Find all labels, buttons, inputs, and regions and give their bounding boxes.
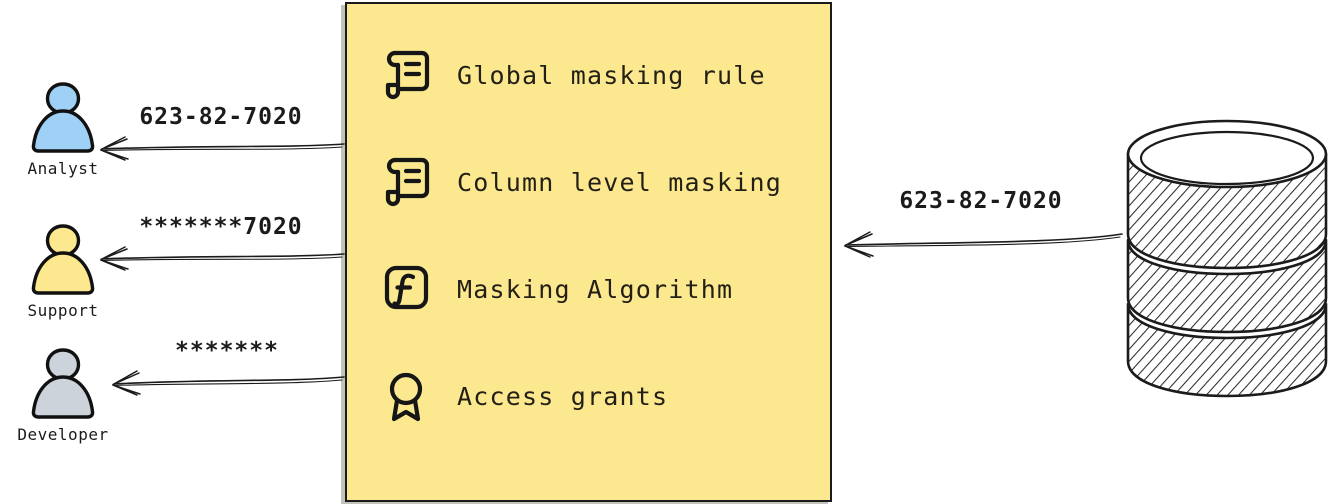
person-icon (31, 82, 95, 153)
arrow-to-support (100, 246, 345, 271)
list-item-label: Masking Algorithm (457, 274, 734, 304)
arrow-to-analyst (100, 136, 345, 161)
flow-database-to-card: 623-82-7020 (840, 188, 1123, 268)
flow-label-analyst: 623-82-7020 (139, 104, 303, 130)
flow-label-developer: ******* (175, 338, 279, 364)
actor-analyst: Analyst (8, 78, 118, 178)
list-item[interactable]: Access grants (381, 367, 812, 425)
database-icon (1126, 119, 1328, 398)
award-icon (389, 372, 423, 422)
person-icon (31, 348, 95, 419)
actor-label-developer: Developer (17, 425, 109, 444)
list-item-label: Global masking rule (457, 60, 766, 90)
flow-support: *******7020 (98, 214, 345, 276)
arrow-from-database (844, 231, 1123, 258)
arrow-to-developer (112, 370, 345, 396)
function-icon (384, 265, 429, 310)
masking-policy-list: Global masking rule Column level masking… (381, 46, 812, 425)
list-item[interactable]: Masking Algorithm (381, 260, 812, 318)
flow-label-database: 623-82-7020 (899, 188, 1063, 214)
flow-developer: ******* (110, 338, 345, 400)
list-item-label: Access grants (457, 381, 669, 411)
flow-label-support: *******7020 (139, 214, 303, 240)
flow-analyst: 623-82-7020 (98, 104, 345, 166)
list-item[interactable]: Column level masking (381, 153, 812, 211)
list-item-label: Column level masking (457, 167, 783, 197)
list-item[interactable]: Global masking rule (381, 46, 812, 104)
person-icon (31, 224, 95, 295)
scroll-icon (385, 157, 430, 207)
actor-support: Support (8, 220, 118, 320)
masking-policy-card: Global masking rule Column level masking… (345, 2, 832, 502)
actor-developer: Developer (8, 344, 118, 444)
actor-label-analyst: Analyst (27, 159, 99, 178)
scroll-icon (385, 50, 430, 100)
actor-label-support: Support (27, 301, 99, 320)
